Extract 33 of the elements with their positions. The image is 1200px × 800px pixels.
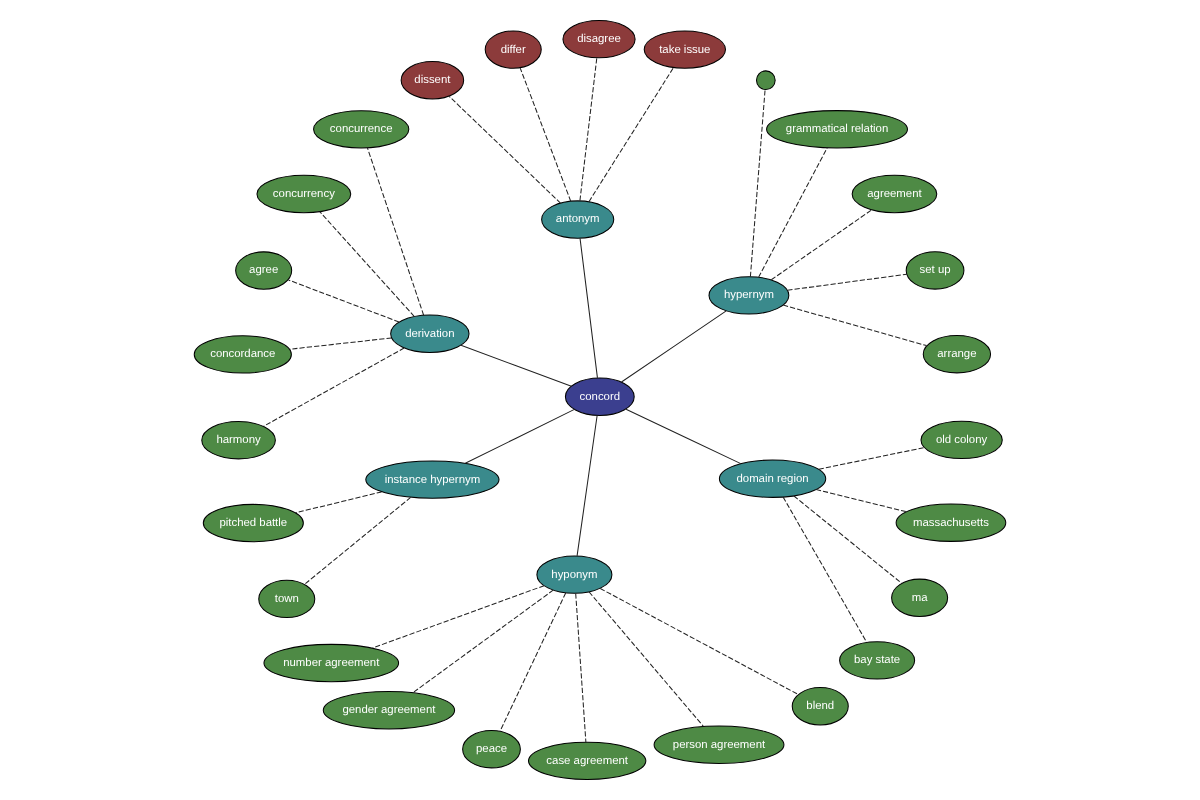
connector: [758, 147, 828, 278]
connector: [786, 273, 908, 291]
connector: [372, 585, 545, 649]
connector: [588, 67, 674, 203]
node-circle: [755, 70, 776, 91]
connector: [304, 496, 412, 585]
connector: [782, 304, 928, 347]
connector: [289, 337, 393, 350]
connector: [575, 593, 587, 743]
connector: [588, 591, 704, 727]
connector: [448, 95, 561, 204]
connector: [579, 237, 598, 379]
connector: [319, 211, 415, 317]
connector: [464, 408, 575, 464]
connector: [412, 589, 554, 694]
connector: [263, 347, 405, 427]
connector: [287, 279, 400, 323]
connector: [579, 57, 598, 202]
connector: [599, 587, 799, 696]
connector: [818, 447, 925, 470]
connector: [782, 496, 868, 643]
connector: [770, 209, 873, 281]
connector: [519, 67, 572, 202]
connector: [793, 495, 902, 584]
connector: [815, 488, 907, 513]
connector: [749, 89, 766, 278]
connector: [576, 414, 598, 557]
connector: [294, 491, 383, 514]
connector: [366, 147, 425, 316]
connector: [625, 408, 742, 465]
connector: [499, 592, 567, 732]
connector: [460, 344, 572, 387]
connector: [620, 310, 727, 383]
